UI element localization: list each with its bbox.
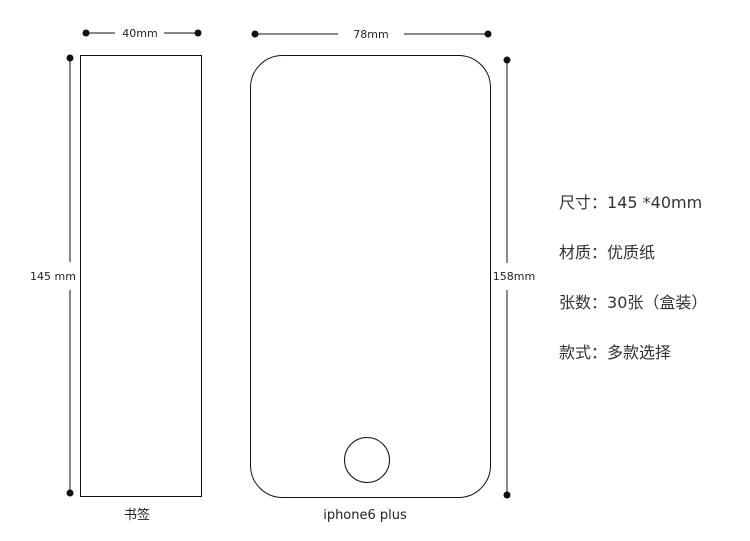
spec-size-label: 尺寸：: [559, 193, 608, 212]
spec-size-value: 145 *40mm: [607, 193, 703, 212]
phone-outline: [250, 55, 491, 498]
spec-style-value: 多款选择: [607, 343, 672, 362]
phone-width-dimension: 78mm: [251, 28, 492, 41]
spec-size: 尺寸：145 *40mm: [559, 190, 744, 240]
spec-style-label: 款式：: [559, 343, 608, 362]
bookmark-width-label: 40mm: [122, 27, 157, 40]
spec-material: 材质：优质纸: [559, 240, 744, 290]
phone-height-label: 158mm: [493, 270, 535, 283]
bookmark-height-dimension: 145 mm: [30, 54, 76, 497]
spec-material-label: 材质：: [559, 243, 608, 262]
phone-width-label: 78mm: [353, 28, 388, 41]
spec-quantity: 张数：30张（盒装）: [559, 290, 744, 340]
spec-quantity-label: 张数：: [559, 293, 608, 312]
phone-height-dimension: 158mm: [493, 56, 535, 499]
home-button-icon: [344, 437, 390, 483]
bookmark-outline: [80, 55, 202, 497]
spec-style: 款式：多款选择: [559, 340, 744, 390]
phone-caption: iphone6 plus: [323, 508, 407, 523]
bookmark-width-dimension: 40mm: [82, 27, 202, 40]
spec-quantity-value: 30张（盒装）: [607, 293, 708, 312]
spec-list: 尺寸：145 *40mm 材质：优质纸 张数：30张（盒装） 款式：多款选择: [559, 190, 744, 390]
spec-material-value: 优质纸: [607, 243, 656, 262]
bookmark-height-label: 145 mm: [30, 270, 76, 283]
bookmark-caption: 书签: [124, 507, 150, 523]
